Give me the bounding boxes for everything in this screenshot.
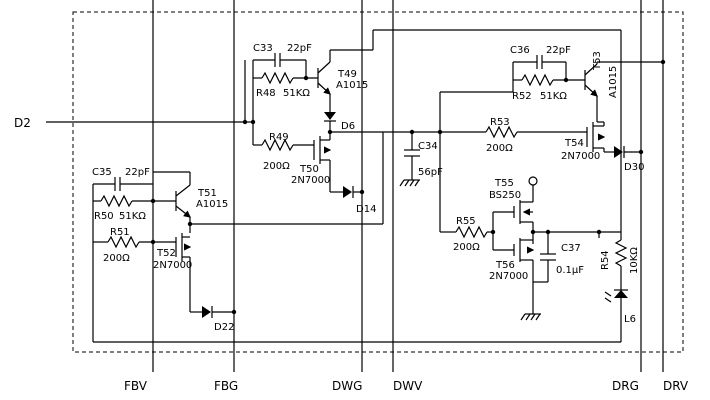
t51-ref: T51 <box>197 188 217 199</box>
d22-ref: D22 <box>214 322 234 333</box>
l6-ref: L6 <box>624 314 636 325</box>
c37-ref: C37 <box>561 243 581 254</box>
signal-label-drv: DRV <box>663 379 689 393</box>
r55-ref: R55 <box>456 216 476 227</box>
r53-ref: R53 <box>490 117 510 128</box>
r55-value: 200Ω <box>453 242 480 253</box>
t55-ref: T55 <box>494 178 514 189</box>
module-boundary <box>72 11 684 353</box>
t52-value: 2N7000 <box>153 260 192 271</box>
r51-value: 200Ω <box>103 253 130 264</box>
t50-ref: T50 <box>299 164 319 175</box>
c37-value: 0.1μF <box>556 265 584 276</box>
r54-ref: R54 <box>600 250 611 270</box>
block-t51-t52 <box>92 171 621 343</box>
signal-label-dwg: DWG <box>332 379 362 393</box>
d6-ref: D6 <box>341 121 355 132</box>
component-labels: C33 22pF R48 51KΩ T49 A1015 D6 R49 200Ω … <box>92 43 644 333</box>
block-c34 <box>190 92 443 232</box>
r48-value: 51KΩ <box>283 88 310 99</box>
t51-value: A1015 <box>196 199 228 210</box>
r50-ref: R50 <box>94 211 114 222</box>
t52-ref: T52 <box>156 248 176 259</box>
r54-value: 10KΩ <box>629 247 640 274</box>
r53-value: 200Ω <box>486 143 513 154</box>
t50-value: 2N7000 <box>291 175 330 186</box>
c36-ref: C36 <box>510 45 530 56</box>
r51-ref: R51 <box>110 227 130 238</box>
t56-ref: T56 <box>495 260 515 271</box>
signal-label-drg: DRG <box>612 379 639 393</box>
t54-ref: T54 <box>564 138 584 149</box>
block-t55-t56 <box>440 30 628 342</box>
r48-ref: R48 <box>256 88 276 99</box>
d14-ref: D14 <box>356 204 376 215</box>
c36-value: 22pF <box>546 45 571 56</box>
c35-ref: C35 <box>92 167 112 178</box>
d30-ref: D30 <box>624 162 644 173</box>
r50-value: 51KΩ <box>119 211 146 222</box>
t53-ref: T53 <box>592 51 603 71</box>
r52-value: 51KΩ <box>540 91 567 102</box>
r49-value: 200Ω <box>263 161 290 172</box>
signal-label-dwv: DWV <box>393 379 423 393</box>
r49-ref: R49 <box>269 132 289 143</box>
signal-label-fbv: FBV <box>124 379 148 393</box>
t56-value: 2N7000 <box>489 271 528 282</box>
c34-ref: C34 <box>418 141 438 152</box>
signal-label-d2: D2 <box>14 116 31 130</box>
t53-value: A1015 <box>608 66 619 98</box>
t49-value: A1015 <box>336 80 368 91</box>
c34-value: 56pF <box>418 167 443 178</box>
r52-ref: R52 <box>512 91 532 102</box>
c33-value: 22pF <box>287 43 312 54</box>
signal-label-fbg: FBG <box>214 379 238 393</box>
c35-value: 22pF <box>125 167 150 178</box>
t54-value: 2N7000 <box>561 151 600 162</box>
c33-ref: C33 <box>253 43 273 54</box>
block-t53-t54 <box>440 55 666 158</box>
t49-ref: T49 <box>337 69 357 80</box>
block-t49-t50 <box>242 29 621 198</box>
t55-value: BS250 <box>489 190 521 201</box>
